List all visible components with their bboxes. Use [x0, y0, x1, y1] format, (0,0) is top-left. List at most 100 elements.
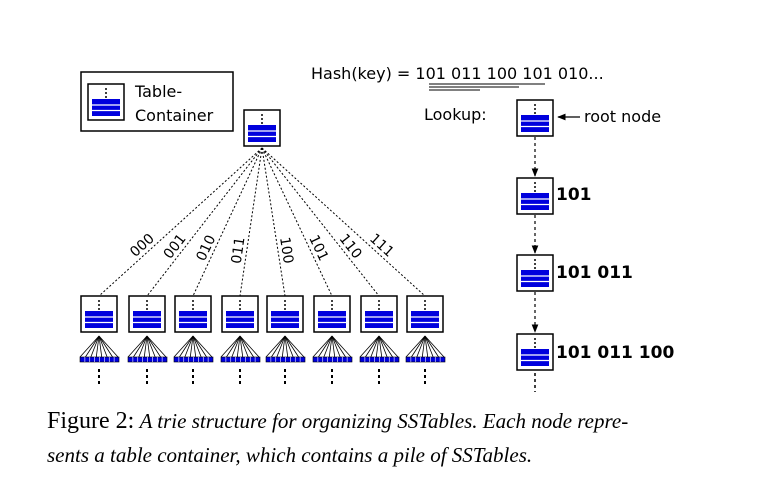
sstable-link	[146, 335, 161, 358]
lookup-container	[516, 333, 554, 371]
child-container	[80, 295, 118, 333]
sstable-link	[378, 335, 383, 358]
sstable-link	[220, 335, 241, 358]
edge-label: 111	[366, 231, 397, 261]
sstable-link	[323, 335, 333, 358]
sstable-link	[378, 335, 388, 358]
sstable-link	[405, 335, 426, 358]
sstable-link	[331, 335, 336, 358]
chain-label-1: 101	[556, 185, 592, 205]
sstable-link	[284, 335, 305, 358]
edge-label: 100	[276, 236, 296, 265]
sstable-link	[359, 335, 380, 358]
sstable-link	[375, 335, 380, 358]
sstable-link	[281, 335, 286, 358]
sstable-link	[146, 335, 167, 358]
sstable-link	[284, 335, 294, 358]
trie-edge	[261, 147, 333, 297]
sstable-link	[138, 335, 148, 358]
sstable-link	[98, 335, 113, 358]
trie-edges	[98, 147, 426, 297]
sstable-link	[85, 335, 100, 358]
legend-line2: Container	[135, 106, 214, 125]
trie-edge	[98, 147, 263, 297]
sstable-link	[184, 335, 194, 358]
chain-label-2: 101 011	[556, 263, 633, 283]
sstable-link	[370, 335, 380, 358]
sstable-link	[239, 335, 244, 358]
sstable-link	[95, 335, 100, 358]
sstable-link	[424, 335, 439, 358]
sstable-link	[318, 335, 333, 358]
legend-container-glyph	[87, 83, 125, 121]
sstable-link	[239, 335, 260, 358]
sstable-link	[416, 335, 426, 358]
sstable-link	[239, 335, 249, 358]
sstable-link	[378, 335, 399, 358]
trie-edge	[146, 147, 263, 297]
sstable-link	[226, 335, 241, 358]
sstable-link	[378, 335, 393, 358]
trie-edge	[192, 147, 263, 297]
sstable-pile	[405, 356, 446, 363]
sstable-pile	[173, 356, 214, 363]
child-container	[128, 295, 166, 333]
lookup-container	[516, 254, 554, 292]
sstable-link	[90, 335, 100, 358]
caption-line1: A trie structure for organizing SSTables…	[139, 409, 629, 433]
sstable-link	[365, 335, 380, 358]
sstable-link	[331, 335, 341, 358]
caption-line2: sents a table container, which contains …	[47, 443, 533, 467]
trie-edge	[261, 147, 426, 297]
sstable-link	[98, 335, 108, 358]
sstable-link	[284, 335, 289, 358]
lookup-label: Lookup:	[424, 105, 487, 124]
child-container	[174, 295, 212, 333]
lookup-container	[516, 177, 554, 215]
trie-edge	[239, 147, 263, 297]
table-container-icon	[87, 83, 125, 121]
sstable-link	[239, 335, 254, 358]
sstable-pile	[312, 356, 353, 363]
trie-nodes	[79, 99, 554, 392]
sstable-link	[424, 335, 434, 358]
sstable-link	[284, 335, 299, 358]
sstable-link	[146, 335, 151, 358]
sstable-link	[192, 335, 202, 358]
child-container	[360, 295, 398, 333]
sstable-link	[179, 335, 194, 358]
hash-expression: Hash(key) = 101 011 100 101 010...	[311, 64, 604, 83]
sstable-pile	[265, 356, 306, 363]
sstable-link	[424, 335, 429, 358]
sstable-link	[411, 335, 426, 358]
sstable-link	[146, 335, 156, 358]
sstable-pile	[79, 356, 120, 363]
chain-label-3: 101 011 100	[556, 343, 674, 363]
sstable-link	[127, 335, 148, 358]
edge-label: 110	[336, 231, 365, 262]
sstable-link	[98, 335, 119, 358]
hash-value: 101 011 100 101 010...	[415, 64, 603, 83]
sstable-link	[331, 335, 346, 358]
sstable-link	[271, 335, 286, 358]
sstable-link	[133, 335, 148, 358]
sstable-link	[192, 335, 207, 358]
sstable-link	[79, 335, 100, 358]
sstable-link	[98, 335, 103, 358]
sstable-link	[265, 335, 286, 358]
sstable-link	[173, 335, 194, 358]
root-node-label: root node	[584, 107, 661, 126]
trie-edge	[261, 147, 380, 297]
sstable-link	[421, 335, 426, 358]
hash-prefix: Hash(key) =	[311, 64, 415, 83]
legend-line1: Table-	[134, 82, 182, 101]
sstable-link	[192, 335, 213, 358]
sstable-link	[189, 335, 194, 358]
sstable-link	[328, 335, 333, 358]
sstable-pile	[359, 356, 400, 363]
sstable-link	[231, 335, 241, 358]
sstable-link	[143, 335, 148, 358]
figure-caption: Figure 2: A trie structure for organizin…	[47, 404, 747, 472]
